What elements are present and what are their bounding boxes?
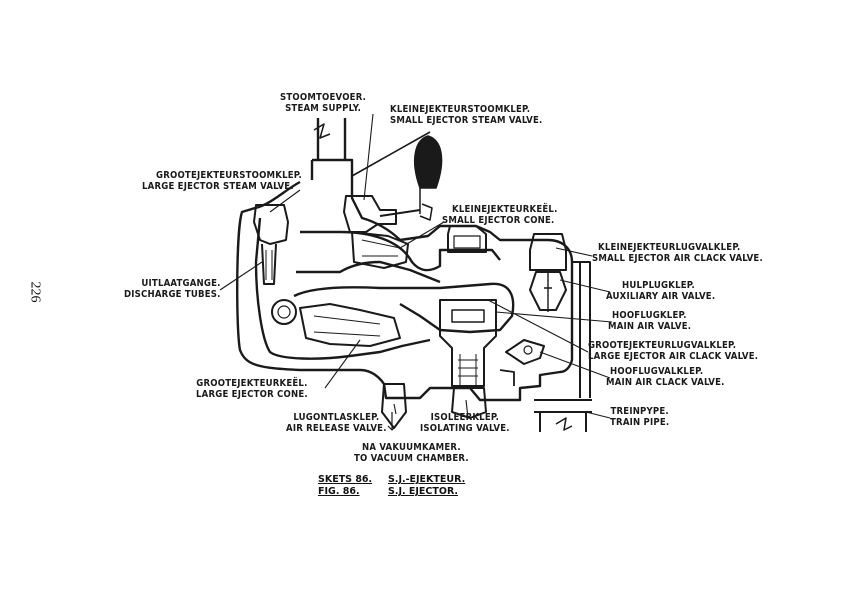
label-isolating-valve: ISOLEERKLEP.ISOLATING VALVE. bbox=[420, 412, 510, 434]
main-air-valve-body bbox=[439, 299, 497, 387]
label-large-ejector-air-clack-valve: GROOTEJEKTEURLUGVALKLEP.LARGE EJECTOR AI… bbox=[588, 340, 759, 362]
label-auxiliary-air-valve: HULPLUGKLEP.AUXILIARY AIR VALVE. bbox=[606, 280, 716, 302]
small-air-clack-housing bbox=[447, 225, 487, 253]
label-small-ejector-steam-valve: KLEINEJEKTEURSTOOMKLEP.SMALL EJECTOR STE… bbox=[390, 104, 543, 126]
steam-valve-handle bbox=[413, 135, 443, 214]
label-steam-supply: STOOMTOEVOER.STEAM SUPPLY. bbox=[280, 92, 367, 114]
figure-title: S.J.-EJEKTEUR.S.J. EJECTOR. bbox=[388, 474, 466, 497]
lower-air-channel bbox=[293, 282, 515, 334]
isolating-valve bbox=[451, 387, 487, 419]
label-main-air-valve: HOOFLUGKLEP.MAIN AIR VALVE. bbox=[608, 310, 692, 332]
figure-number: SKETS 86.FIG. 86. bbox=[318, 474, 373, 497]
label-large-ejector-cone: GROOTEJEKTEURKEËL.LARGE EJECTOR CONE. bbox=[196, 378, 308, 400]
large-steam-valve-housing bbox=[253, 204, 289, 245]
auxiliary-valve-housing bbox=[529, 233, 567, 271]
label-vacuum-chamber: NA VAKUUMKAMER.TO VACUUM CHAMBER. bbox=[354, 442, 469, 464]
ejector-body-outline bbox=[236, 178, 574, 402]
right-chamber-wall bbox=[572, 261, 591, 398]
main-air-clack-valve bbox=[505, 339, 545, 365]
label-discharge-tubes: UITLAATGANGE.DISCHARGE TUBES. bbox=[124, 278, 221, 300]
train-pipe bbox=[534, 399, 592, 432]
label-main-air-clack-valve: HOOFLUGVALKLEP.MAIN AIR CLACK VALVE. bbox=[606, 366, 725, 388]
air-release-valve bbox=[381, 383, 407, 429]
steam-supply-pipe bbox=[310, 118, 354, 180]
small-ejector-cone bbox=[351, 231, 409, 269]
ejector-inner-wall bbox=[254, 217, 431, 360]
label-train-pipe: TREINPYPE.TRAIN PIPE. bbox=[610, 406, 670, 428]
label-large-ejector-steam-valve: GROOTEJEKTEURSTOOMKLEP.LARGE EJECTOR STE… bbox=[142, 170, 302, 192]
discharge-tube-port bbox=[271, 299, 297, 325]
large-ejector-cone bbox=[299, 303, 401, 347]
label-small-ejector-cone: KLEINEJEKTEURKEËL.SMALL EJECTOR CONE. bbox=[442, 204, 558, 226]
small-steam-valve bbox=[343, 195, 397, 233]
label-small-ejector-air-clack-valve: KLEINEJEKTEURLUGVALKLEP.SMALL EJECTOR AI… bbox=[592, 242, 763, 264]
label-air-release-valve: LUGONTLASKLEP.AIR RELEASE VALVE. bbox=[286, 412, 387, 434]
